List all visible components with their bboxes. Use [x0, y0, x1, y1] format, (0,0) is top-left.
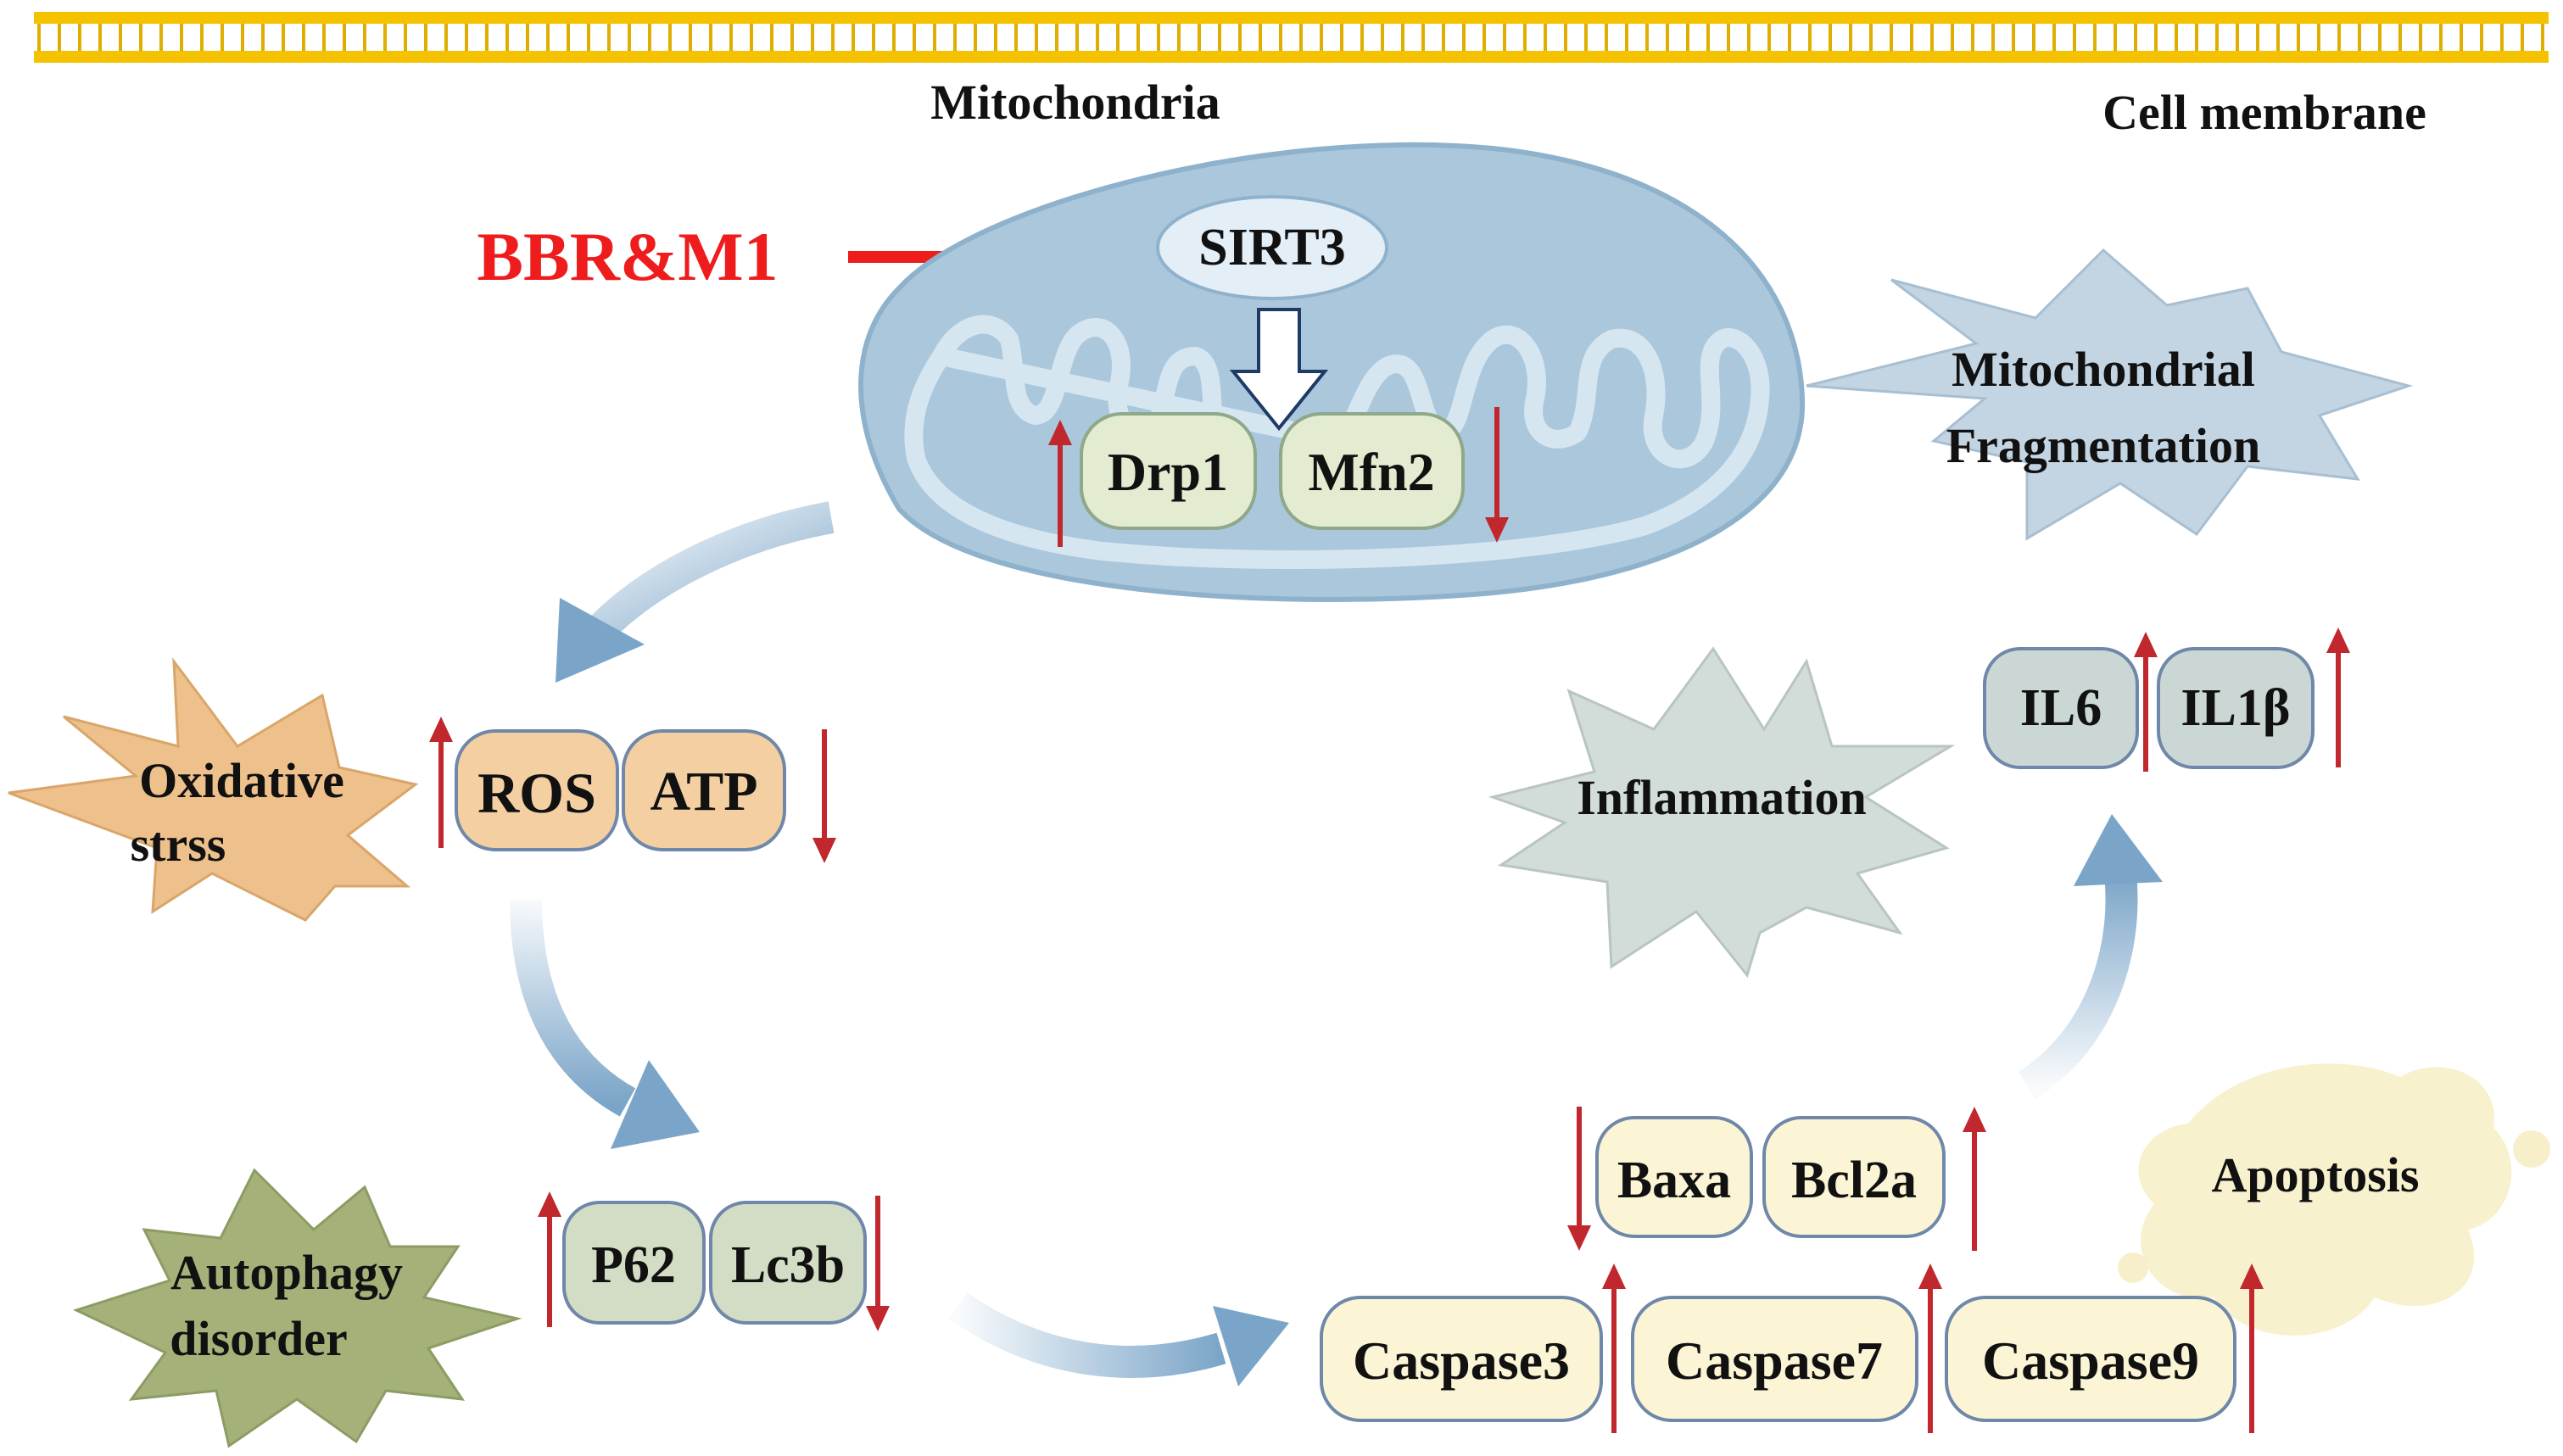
caspase9-up-arrow	[2240, 1264, 2264, 1433]
bcl2a-label: Bcl2a	[1791, 1152, 1917, 1209]
baxa-label: Baxa	[1617, 1152, 1731, 1209]
lc3b-box	[709, 1201, 867, 1325]
atp-box	[622, 729, 786, 851]
lc3b-down-arrow	[866, 1196, 890, 1331]
flow-arrow-autophagy-to-apoptosis	[949, 1292, 1226, 1378]
mito-frag-line2: Fragmentation	[1946, 418, 2261, 473]
autophagy-line1: Autophagy	[170, 1245, 403, 1300]
apoptosis-blob: Apoptosis	[2118, 1063, 2550, 1336]
il1b-box	[2157, 647, 2315, 769]
p62-box	[562, 1201, 706, 1325]
caspase7-box	[1631, 1296, 1918, 1422]
flow-arrowhead-1	[556, 598, 645, 683]
caspase9-box	[1945, 1296, 2236, 1422]
inflammation-burst: Inflammation	[1488, 646, 1956, 979]
baxa-down-arrow	[1567, 1107, 1591, 1251]
bcl2a-up-arrow	[1963, 1107, 1986, 1251]
bcl2a-box	[1762, 1116, 1946, 1238]
mitochondria-label: Mitochondria	[930, 75, 1220, 130]
mfn2-box	[1279, 412, 1465, 530]
il1b-label: IL1β	[2181, 679, 2290, 737]
caspase7-up-arrow	[1918, 1264, 1942, 1433]
caspase3-up-arrow	[1602, 1264, 1626, 1433]
ros-label: ROS	[477, 761, 596, 825]
flow-arrow-oxidative-to-autophagy	[510, 898, 636, 1117]
il1b-up-arrow	[2326, 628, 2350, 767]
caspase7-label: Caspase7	[1666, 1330, 1883, 1391]
cell-membrane-label: Cell membrane	[2102, 85, 2426, 140]
mitochondrial-fragmentation-burst: Mitochondrial Fragmentation	[1806, 248, 2414, 541]
p62-label: P62	[591, 1236, 676, 1294]
flow-arrowhead-4	[2074, 814, 2163, 886]
flow-arrowhead-2	[611, 1060, 700, 1149]
caspase3-label: Caspase3	[1353, 1330, 1570, 1391]
drug-label: BBR&M1	[477, 218, 778, 295]
il6-box	[1983, 647, 2139, 769]
drp1-box	[1080, 412, 1257, 530]
flow-arrow-apoptosis-to-inflammation	[2018, 872, 2138, 1100]
sirt3-label: SIRT3	[1198, 219, 1346, 276]
ros-up-arrow	[429, 717, 453, 848]
mito-frag-line1: Mitochondrial	[1952, 342, 2255, 397]
inflammation-label: Inflammation	[1577, 770, 1867, 825]
il6-up-arrow	[2134, 632, 2158, 772]
autophagy-disorder-burst: Autophagy disorder	[72, 1168, 522, 1448]
mfn2-down-arrow	[1485, 407, 1509, 543]
il6-label: IL6	[2020, 679, 2102, 737]
sirt3-node	[1156, 195, 1388, 300]
caspase9-label: Caspase9	[1982, 1330, 2199, 1391]
p62-up-arrow	[538, 1191, 561, 1327]
mfn2-label: Mfn2	[1308, 442, 1434, 502]
drp1-label: Drp1	[1108, 442, 1228, 502]
atp-label: ATP	[650, 761, 757, 823]
oxidative-stress-burst: Oxidative strss	[8, 657, 419, 922]
autophagy-line2: disorder	[170, 1311, 347, 1366]
drp1-up-arrow	[1048, 420, 1072, 547]
sirt3-regulates-arrow	[1229, 308, 1329, 432]
lc3b-label: Lc3b	[731, 1236, 845, 1294]
oxidative-line2: strss	[131, 817, 226, 872]
cell-membrane	[34, 12, 2549, 63]
flow-arrowhead-3	[1213, 1306, 1289, 1386]
atp-down-arrow	[812, 729, 836, 863]
caspase3-box	[1320, 1296, 1603, 1422]
flow-arrow-mito-to-oxidative	[590, 501, 835, 639]
regulation-arrows	[429, 407, 2350, 1433]
oxidative-line1: Oxidative	[139, 753, 344, 808]
apoptosis-label: Apoptosis	[2212, 1147, 2420, 1202]
baxa-box	[1595, 1116, 1753, 1238]
ros-box	[455, 729, 619, 851]
